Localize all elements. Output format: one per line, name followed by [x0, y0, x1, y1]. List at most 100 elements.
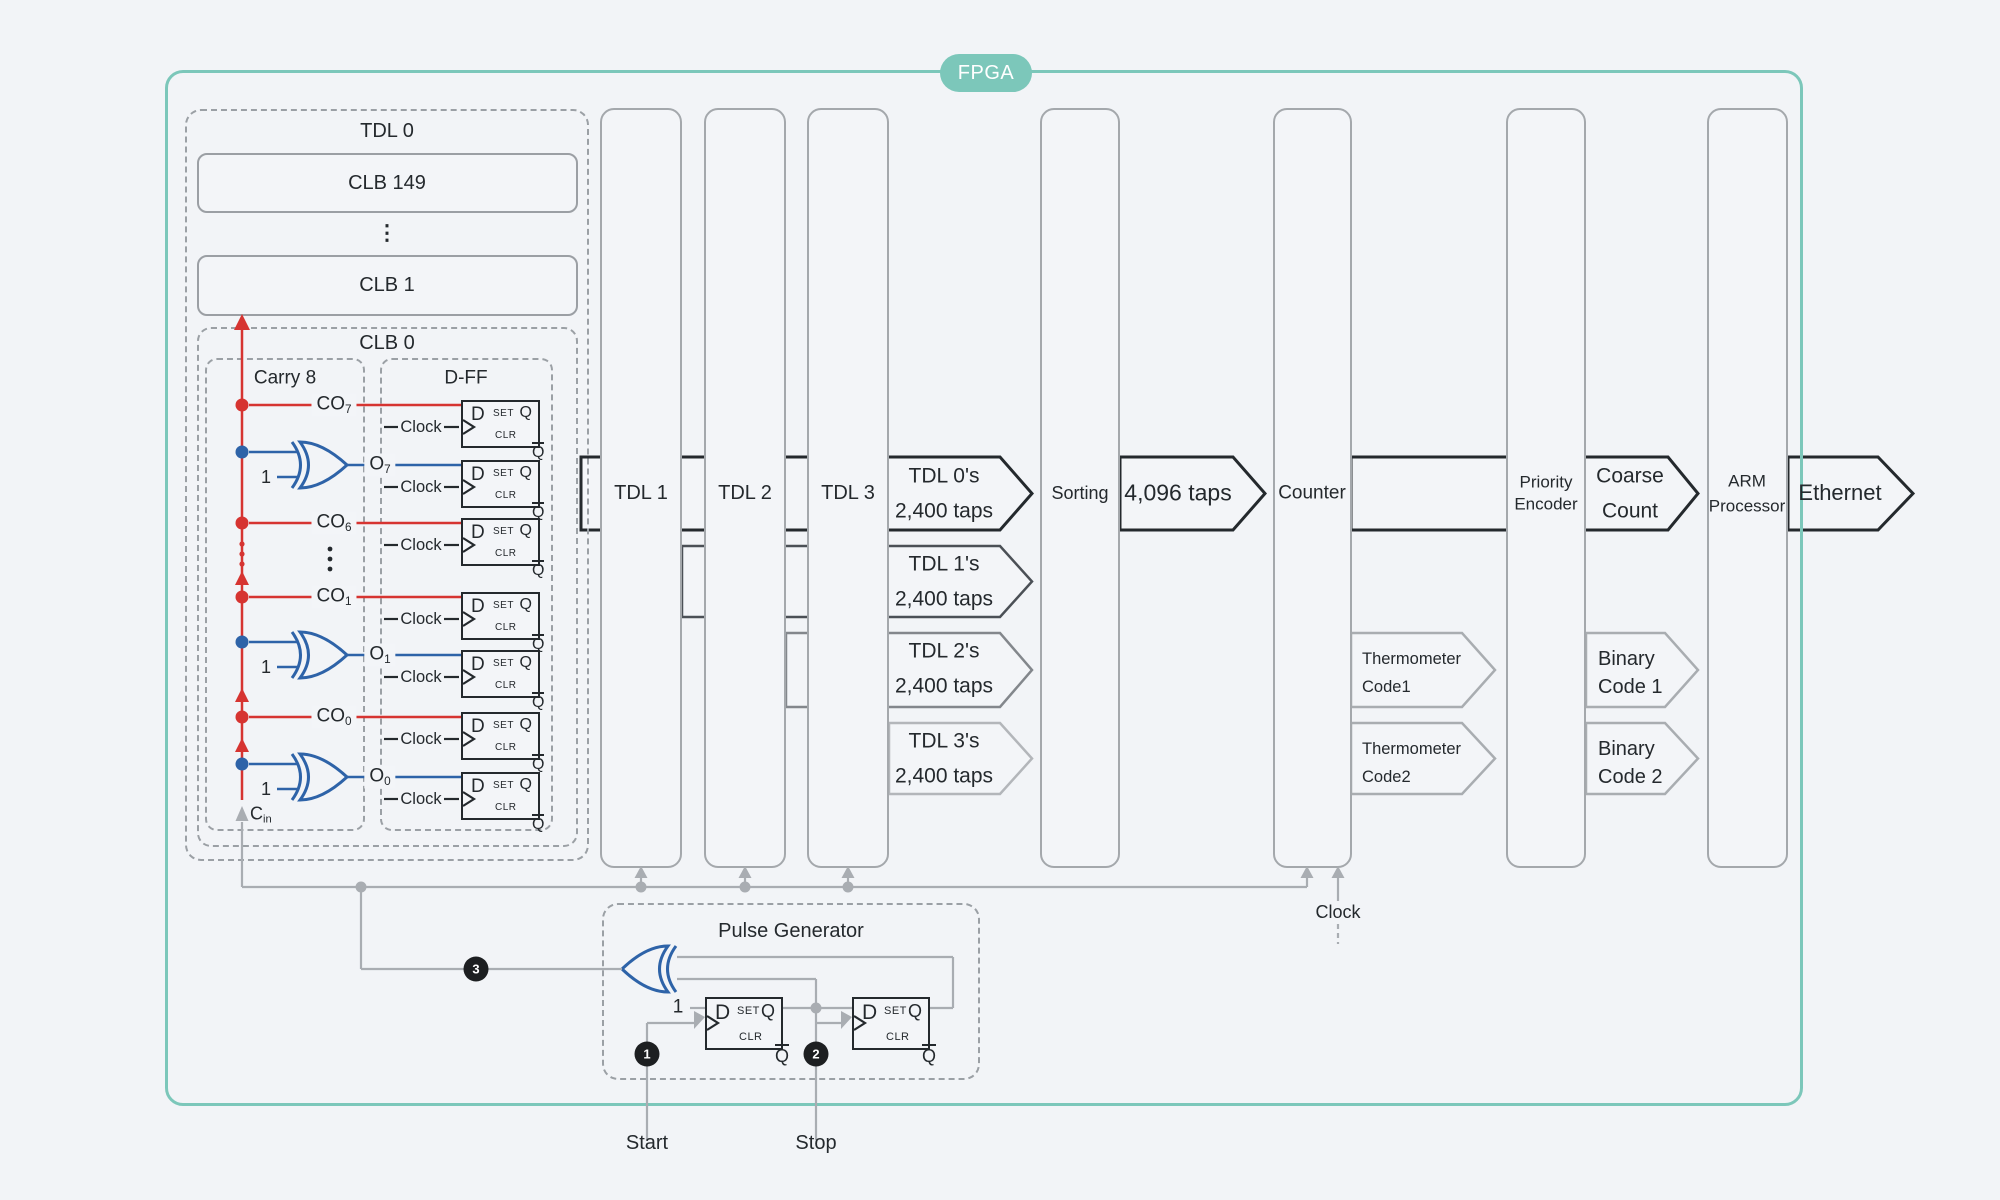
binary-code1-line2: Code 1: [1598, 676, 1663, 698]
dff-clr-label: CLR: [739, 1031, 763, 1043]
ethernet-label: Ethernet: [1798, 480, 1882, 505]
clock-row-label: Clock: [400, 417, 442, 436]
dff-q-label: Q: [519, 654, 532, 671]
dff-clr-label: CLR: [495, 622, 517, 633]
dff-clr-label: CLR: [495, 680, 517, 691]
signal-o0: O0: [364, 765, 396, 789]
clb0-title: CLB 0: [359, 332, 415, 354]
column-label-arm: ARM: [1728, 471, 1766, 491]
dff-q-label: Q: [519, 464, 532, 481]
pulse-generator-box: [602, 903, 980, 1080]
signal-o1: O1: [364, 643, 396, 667]
dff-set-label: SET: [884, 1005, 907, 1017]
pulse-d-input-one: 1: [672, 996, 684, 1018]
xor-const-one: 1: [260, 779, 272, 799]
dff-set-label: SET: [493, 600, 514, 611]
dff-clr-label: CLR: [495, 490, 517, 501]
dff-set-label: SET: [493, 658, 514, 669]
column-label-processor: Processor: [1708, 496, 1786, 516]
xor-const-one: 1: [260, 467, 272, 487]
fpga-badge: FPGA: [940, 54, 1032, 92]
column-counter: [1273, 108, 1352, 868]
clock-row-label: Clock: [400, 477, 442, 496]
clock-row-label: Clock: [400, 667, 442, 686]
clock-row-label: Clock: [400, 609, 442, 628]
clock-row-label: Clock: [400, 789, 442, 808]
dff-set-label: SET: [493, 526, 514, 537]
dff-clr-label: CLR: [886, 1031, 910, 1043]
clb-ellipsis: ⋮: [376, 221, 398, 245]
dff-set-label: SET: [493, 468, 514, 479]
column-label-tdl3: TDL 3: [821, 482, 875, 504]
pulse-generator-title: Pulse Generator: [718, 920, 864, 942]
tdl2-taps-line2: 2,400 taps: [894, 674, 994, 698]
thermometer-code1-line1: Thermometer: [1362, 649, 1462, 668]
thermometer-code2-line2: Code2: [1362, 767, 1411, 786]
dff-group-box: [380, 358, 553, 831]
signal-o7: O7: [364, 453, 396, 477]
dff-set-label: SET: [493, 408, 514, 419]
tdl1-taps-line1: TDL 1's: [908, 552, 980, 576]
xor-const-one: 1: [260, 657, 272, 677]
dff-q-label: Q: [519, 596, 532, 613]
carry8-title: Carry 8: [253, 367, 317, 389]
clb1-box: [197, 255, 578, 316]
signal-co1: CO1: [311, 585, 357, 609]
binary-code2-line2: Code 2: [1598, 766, 1663, 788]
column-label-sorting: Sorting: [1051, 483, 1109, 503]
dff-q-label: Q: [907, 1001, 922, 1021]
thermometer-code1-line2: Code1: [1362, 677, 1411, 696]
badge-3: 3: [463, 956, 489, 982]
dff-q-label: Q: [519, 776, 532, 793]
column-label-counter: Counter: [1278, 482, 1346, 504]
badge-1: 1: [634, 1041, 660, 1067]
column-label-priority: Priority: [1519, 472, 1573, 492]
dff-d-label: D: [862, 1001, 878, 1024]
dff-d-label: D: [715, 1001, 731, 1024]
clb0-box: [197, 327, 578, 847]
dff-q-label: Q: [519, 716, 532, 733]
dff-clr-label: CLR: [495, 802, 517, 813]
signal-cin: Cin: [250, 803, 272, 826]
clb1-label: CLB 1: [359, 274, 415, 296]
tdl0-taps-line2: 2,400 taps: [894, 499, 994, 523]
fpga-badge-label: FPGA: [957, 61, 1015, 84]
tdl3-taps-line1: TDL 3's: [908, 729, 980, 753]
column-label-encoder: Encoder: [1514, 494, 1578, 514]
clock-row-label: Clock: [400, 535, 442, 554]
dff-q-label: Q: [760, 1001, 775, 1021]
binary-code2-line1: Binary: [1598, 738, 1655, 760]
clock-input-label: Clock: [1310, 902, 1366, 922]
clb149-label: CLB 149: [348, 172, 426, 194]
binary-code1-line1: Binary: [1598, 648, 1655, 670]
dff-group-title: D-FF: [444, 367, 488, 389]
dff-set-label: SET: [493, 780, 514, 791]
dff-d-label: D: [471, 776, 485, 797]
column-label-tdl2: TDL 2: [718, 482, 772, 504]
dff-set-label: SET: [737, 1005, 760, 1017]
signal-co7: CO7: [311, 393, 357, 417]
start-label: Start: [625, 1132, 669, 1154]
signal-co6: CO6: [311, 511, 357, 535]
signal-co0: CO0: [311, 705, 357, 729]
carry8-box: [205, 358, 365, 831]
coarse-count-line2: Count: [1601, 499, 1659, 523]
dff-clr-label: CLR: [495, 548, 517, 559]
column-sorting: [1040, 108, 1120, 868]
clb149-box: [197, 153, 578, 213]
dff-d-label: D: [471, 654, 485, 675]
dff-d-label: D: [471, 522, 485, 543]
dff-set-label: SET: [493, 720, 514, 731]
stop-label: Stop: [795, 1132, 837, 1154]
tdl3-taps-line2: 2,400 taps: [894, 764, 994, 788]
clock-row-label: Clock: [400, 729, 442, 748]
